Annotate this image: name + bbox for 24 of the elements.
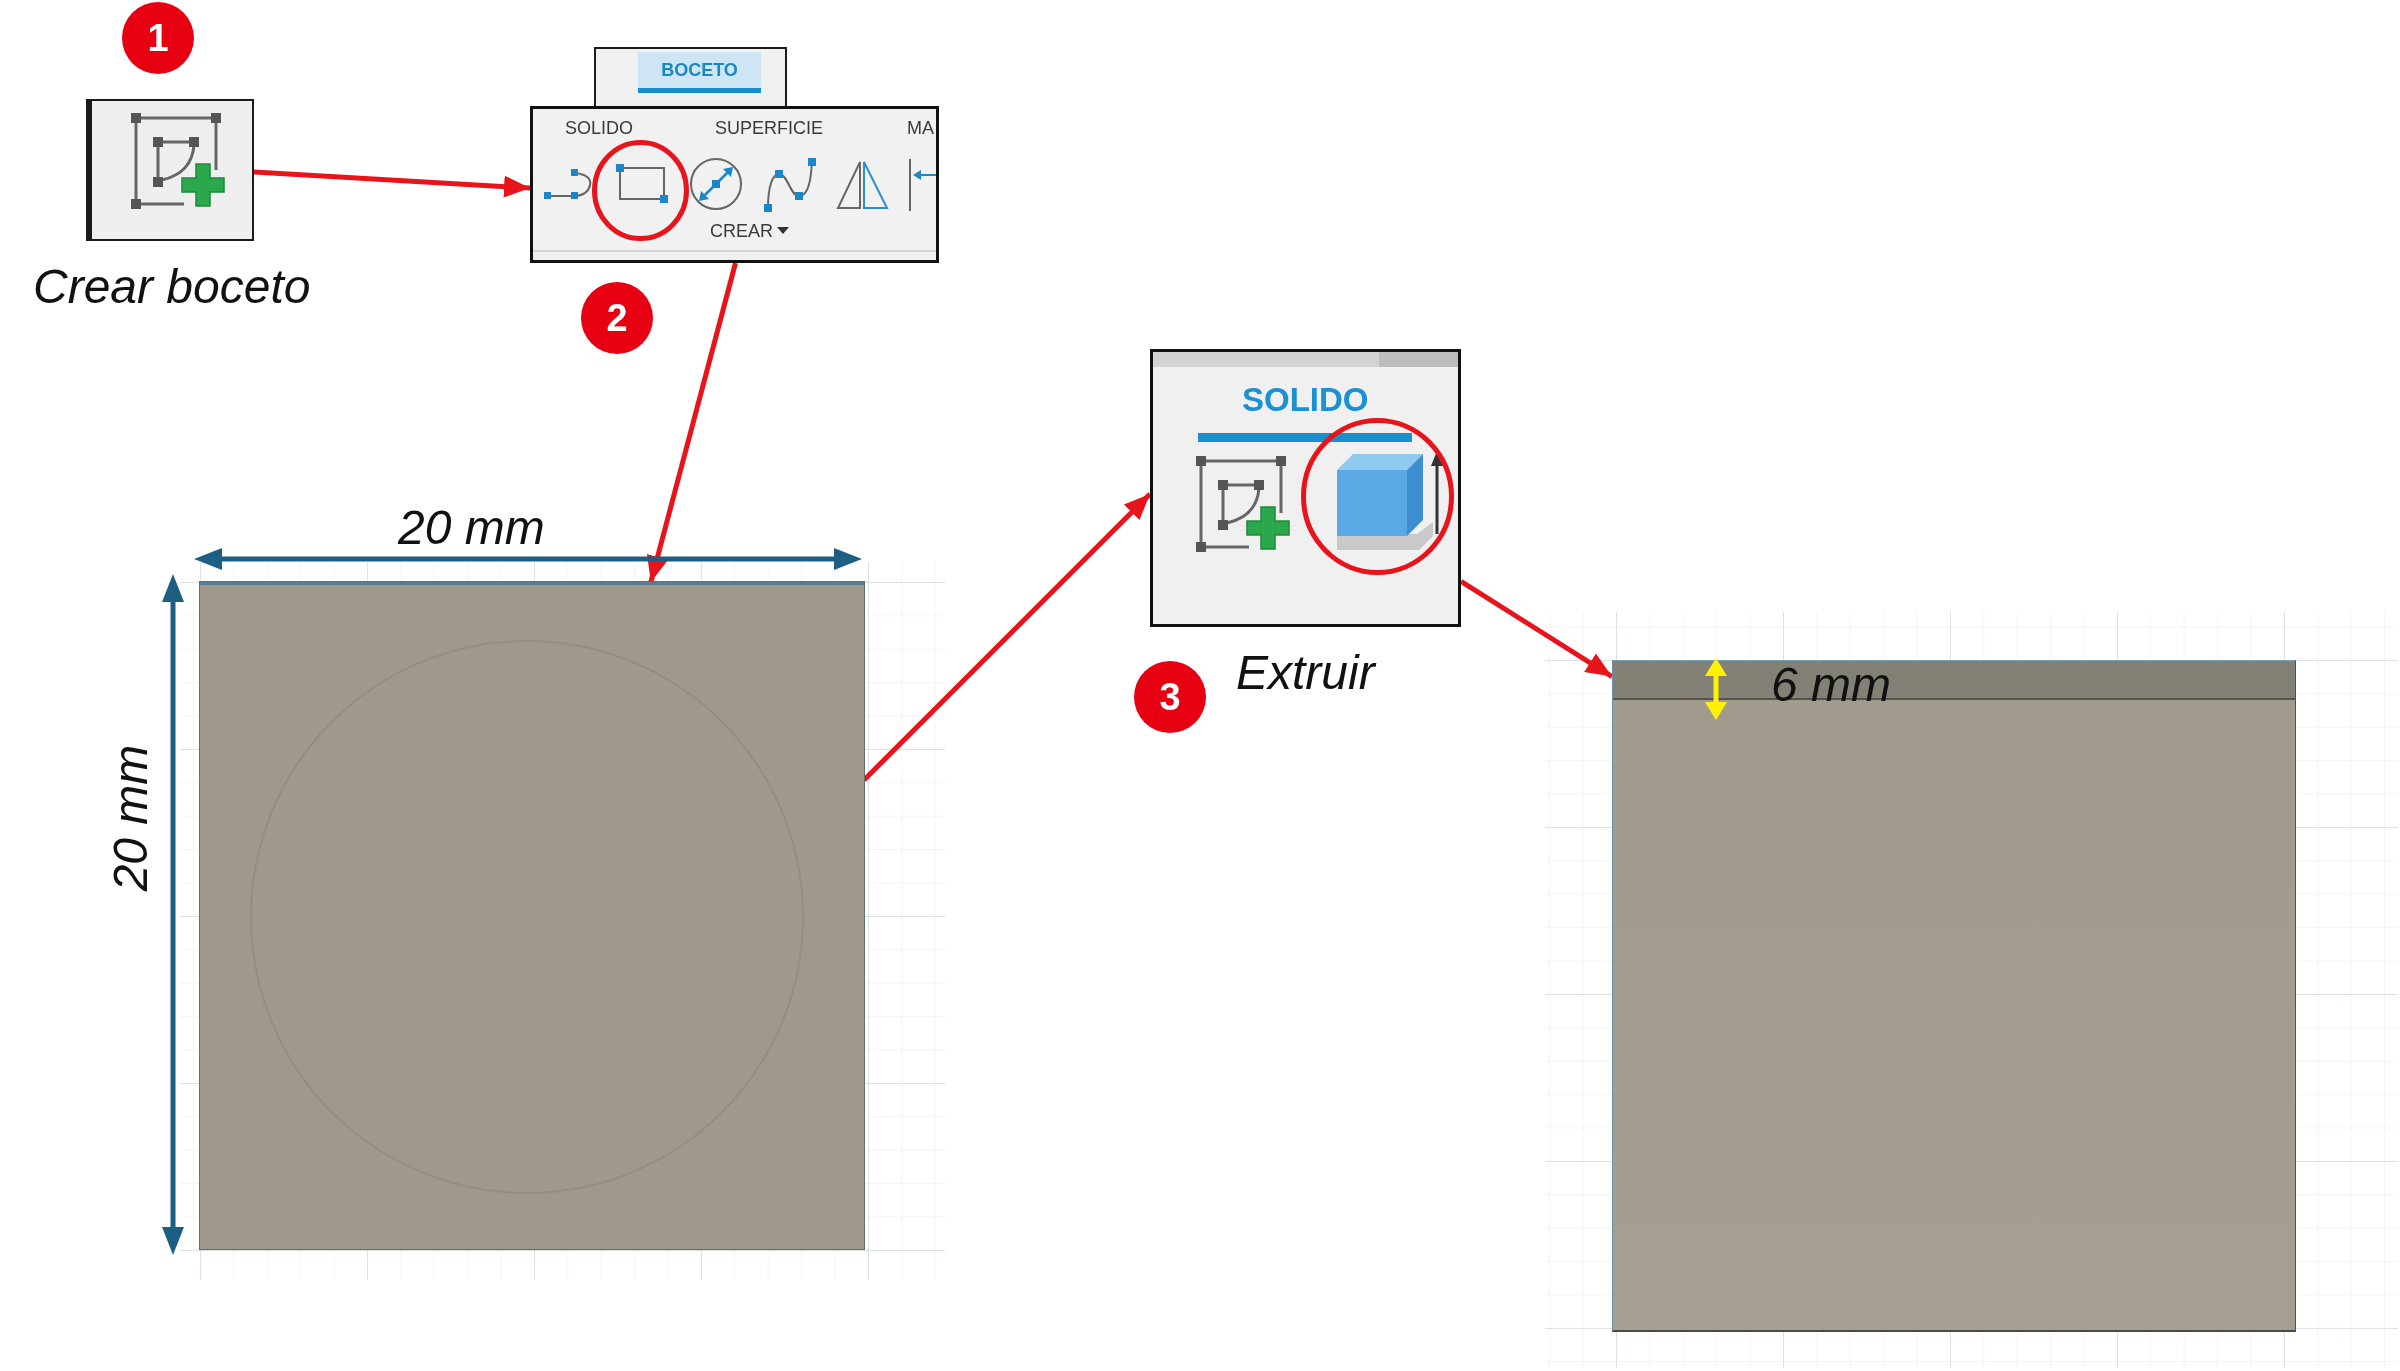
callout-number: 1 xyxy=(122,2,194,74)
arrow xyxy=(862,492,1152,782)
tab-label: SOLIDO xyxy=(565,119,634,137)
tab-label: MA xyxy=(907,119,934,137)
dimension-label: 20 mm xyxy=(106,743,156,894)
node-label: Extruir xyxy=(1236,648,1375,699)
active-tab: BOCETO xyxy=(638,52,761,93)
toolbar-tab xyxy=(594,47,787,109)
dropdown-label: CREAR xyxy=(710,222,773,240)
toolbar-panel xyxy=(1150,349,1461,627)
extruded-block xyxy=(1612,660,2296,1332)
tab-label: SUPERFICIE xyxy=(715,119,824,137)
dimension-label: 20 mm xyxy=(398,503,545,554)
tool-icon-tile xyxy=(86,99,254,241)
arrow xyxy=(646,262,738,583)
toolbar-panel xyxy=(530,106,939,263)
callout-number: 3 xyxy=(1134,661,1206,733)
arrow xyxy=(253,169,531,198)
dimension-label: 6 mm xyxy=(1771,660,1891,711)
tab-label: SOLIDO xyxy=(1242,383,1369,416)
arrow xyxy=(1459,579,1614,679)
node-label: Crear boceto xyxy=(33,262,311,313)
square-plate xyxy=(200,582,864,1249)
callout-number: 2 xyxy=(581,282,653,354)
